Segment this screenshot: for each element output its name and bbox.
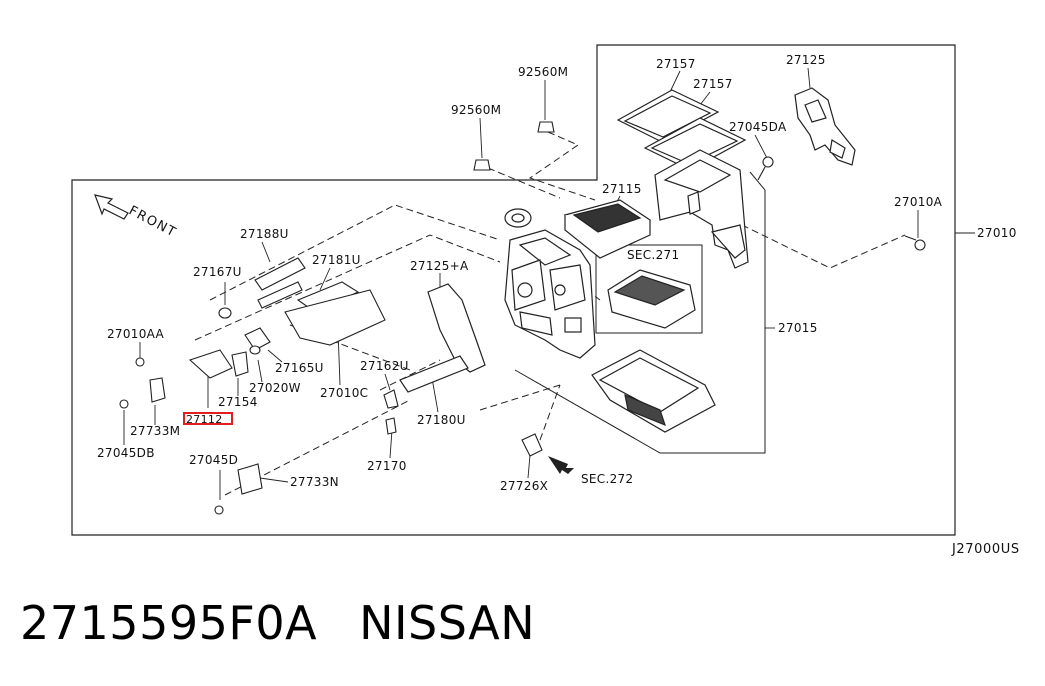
label-27045d: 27045D (189, 453, 238, 467)
label-27154: 27154 (218, 395, 258, 409)
drawing-code: J27000US (952, 542, 1020, 557)
parts-diagram: FRONT (71, 44, 1017, 536)
label-27733n: 27733N (290, 475, 339, 489)
front-label: FRONT (126, 203, 179, 241)
front-arrow: FRONT (94, 194, 179, 241)
label-27045da: 27045DA (729, 120, 787, 134)
label-27010c: 27010C (320, 386, 368, 400)
part-number: 2715595F0A (20, 596, 318, 650)
label-27157-b: 27157 (693, 77, 733, 91)
brand-name: NISSAN (359, 596, 536, 650)
label-27165u: 27165U (275, 361, 324, 375)
label-92560m-left: 92560M (451, 103, 501, 117)
part-labels: 92560M 92560M 27157 27157 27125 27045DA … (97, 53, 1017, 493)
label-27162u: 27162U (360, 359, 409, 373)
grommet-part (473, 121, 555, 171)
label-27010: 27010 (977, 226, 1017, 240)
lower-case-part (591, 349, 716, 433)
diagram-frame (71, 44, 956, 536)
label-27188u: 27188U (240, 227, 289, 241)
label-92560m-top: 92560M (518, 65, 568, 79)
label-27010aa: 27010AA (107, 327, 165, 341)
label-27125a: 27125+A (410, 259, 469, 273)
blower-fan-part (504, 208, 532, 228)
label-27726x: 27726X (500, 479, 548, 493)
label-27010a: 27010A (894, 195, 943, 209)
screw-part (757, 156, 774, 181)
label-27015: 27015 (778, 321, 818, 335)
intake-housing-part (654, 149, 749, 269)
label-27180u: 27180U (417, 413, 466, 427)
heater-unit-part (504, 229, 596, 359)
evaporator-part (607, 269, 696, 329)
label-27167u: 27167U (193, 265, 242, 279)
label-27170: 27170 (367, 459, 407, 473)
small-parts (119, 307, 543, 515)
duct-part (284, 289, 386, 346)
duct-long-part (399, 283, 486, 393)
label-27112: 27112 (186, 413, 223, 426)
bracket-27125-part (794, 87, 856, 166)
label-27115: 27115 (602, 182, 642, 196)
part-caption: 2715595F0A NISSAN (20, 596, 535, 650)
label-27157-a: 27157 (656, 57, 696, 71)
highlight-box (183, 412, 233, 425)
sec272-arrow (548, 456, 574, 474)
screw-part (904, 235, 926, 251)
label-27125: 27125 (786, 53, 826, 67)
label-27020w: 27020W (249, 381, 301, 395)
label-27045db: 27045DB (97, 446, 155, 460)
sec271-box (595, 244, 703, 334)
label-sec271: SEC.271 (627, 248, 679, 262)
label-sec272: SEC.272 (581, 472, 633, 486)
assembly-outline (514, 171, 766, 454)
filter-element-part (563, 199, 652, 259)
label-27733m: 27733M (130, 424, 180, 438)
filter-frame-part (616, 89, 747, 171)
label-27181u: 27181U (312, 253, 361, 267)
